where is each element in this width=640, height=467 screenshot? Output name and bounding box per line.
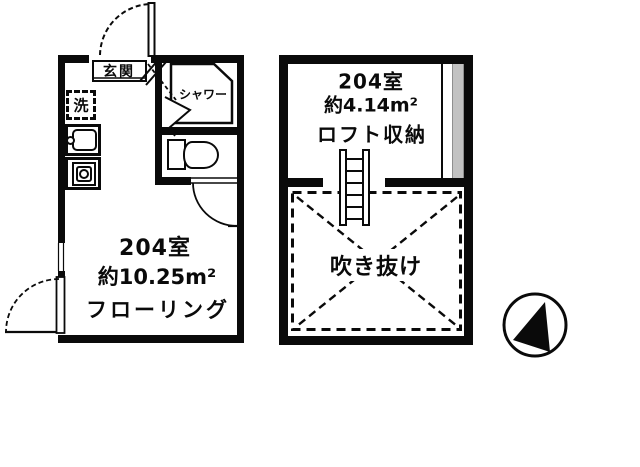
main-top-wall-left-segment (58, 55, 89, 63)
loft-left-wall (279, 55, 288, 345)
shower-left-wall (155, 55, 162, 185)
loft-top-wall (279, 55, 473, 64)
void-label: 吹き抜け (326, 249, 426, 281)
ladder-rung (346, 182, 363, 184)
main-room-label: 204室 (119, 236, 191, 261)
shower-toilet-divider-wall (155, 127, 244, 135)
main-right-wall (237, 55, 244, 343)
toilet-bowl (183, 141, 219, 169)
loft-bottom-wall (279, 336, 473, 345)
ladder-icon (339, 149, 370, 226)
loft-mid-wall-right-segment (385, 178, 464, 187)
ladder-right-rail (362, 149, 370, 226)
laundry-label: 洗 (73, 96, 89, 115)
loft-storage-label: ロフト収納 (317, 122, 427, 147)
main-left-wall-window-tick (58, 271, 65, 277)
left-door-leaf (55, 276, 66, 334)
entrance-door-arc (99, 3, 153, 56)
loft-area-label: 約4.14m² (324, 94, 418, 117)
toilet-bottom-wall-segment (155, 177, 191, 185)
toilet-door-arc (192, 182, 238, 227)
stove-burner-icon (79, 169, 89, 179)
sink-tap-icon (66, 136, 75, 145)
loft-room-label: 204室 (338, 69, 404, 94)
loft-window-strip (452, 64, 464, 178)
main-area-label: 約10.25m² (97, 265, 217, 289)
entrance-door-leaf (147, 2, 156, 57)
washer-space-box (66, 90, 96, 120)
sink-bowl (72, 129, 97, 151)
shower-label: シャワー (178, 87, 228, 102)
ladder-rung (346, 194, 363, 196)
main-flooring-label: フローリング (86, 298, 230, 322)
main-top-wall-right-segment (151, 55, 244, 63)
loft-mid-wall-left-segment (288, 178, 323, 187)
entrance-label: 玄関 (103, 64, 135, 80)
main-bottom-wall (58, 335, 244, 343)
loft-closet-track-line (441, 64, 443, 178)
shower-door-swing-dash-upper (147, 63, 177, 101)
ladder-rung (346, 206, 363, 208)
ladder-rung (346, 158, 363, 160)
main-left-wall-upper (58, 55, 65, 243)
compass-circle (502, 292, 568, 358)
loft-right-wall (464, 55, 473, 345)
compass-north-arrow-icon (513, 302, 550, 352)
ladder-rung (346, 218, 363, 220)
ladder-left-rail (339, 149, 347, 226)
ladder-rung (346, 170, 363, 172)
left-door-arc (5, 278, 60, 333)
